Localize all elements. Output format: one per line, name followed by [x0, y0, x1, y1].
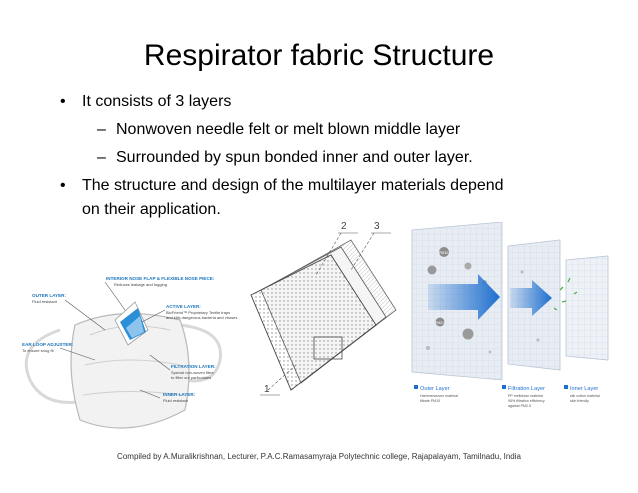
desc-outer-layer: Fluid resistant — [32, 299, 58, 304]
bullet-text-continued: on their application. — [82, 201, 221, 218]
label-num-2: 2 — [341, 221, 347, 232]
dash-marker: – — [97, 121, 106, 138]
ear-loop-left — [24, 328, 91, 404]
legend-filtration-desc-3: against PM2.5 — [508, 404, 531, 408]
label-num-3: 3 — [374, 221, 380, 232]
dash-marker: – — [97, 149, 106, 166]
label-ear-loop-adjuster: EAR LOOP ADJUSTER: — [22, 342, 74, 347]
label-filtration-layer: FILTRATION LAYER: — [171, 364, 216, 369]
legend-filtration-layer: Filtration Layer — [508, 386, 545, 392]
bullet-text: The structure and design of the multilay… — [82, 177, 504, 194]
sub-bullet-text: Surrounded by spun bonded inner and oute… — [116, 149, 473, 166]
legend-inner-desc-1: silk cotton material — [570, 394, 600, 398]
mask-layer-filtration — [126, 316, 144, 338]
particle-label-pm10: PM10 — [439, 251, 448, 255]
label-outer-layer: OUTER LAYER: — [32, 293, 67, 298]
desc-inner-layer: Fluid resistant — [163, 398, 189, 403]
fabric-cross-section: 2 3 1 — [250, 221, 397, 396]
desc-filtration-layer-1: Special non-woven fibre — [171, 370, 214, 375]
desc-active-layer-2: and kills dangerous bacteria and viruses — [166, 315, 237, 320]
label-active-layer: ACTIVE LAYER: — [166, 304, 201, 309]
bullet-marker: • — [60, 177, 66, 194]
label-num-1: 1 — [264, 384, 270, 395]
legend-outer-desc-1: Hammerwoven material — [420, 394, 458, 398]
desc-ear-loop-adjuster: To ensure snug fit — [22, 348, 54, 353]
desc-active-layer-1: BioFriend™ Proprietary Textile traps — [166, 310, 230, 315]
fabric-inner-layer — [250, 254, 377, 391]
bullet-marker: • — [60, 93, 66, 110]
legend-inner-layer: Inner Layer — [570, 386, 598, 392]
legend-marker-outer — [414, 385, 418, 389]
label-interior-nose-flap: INTERIOR NOSE FLAP & FLEXIBLE NOSE PIECE… — [106, 276, 215, 281]
legend-filtration-desc-2: 95% filtration efficiency — [508, 399, 545, 403]
legend-inner-desc-2: skin friendly — [570, 399, 589, 403]
slide-title: Respirator fabric Structure — [143, 39, 495, 72]
desc-filtration-layer-2: to filter out particulates — [171, 375, 211, 380]
sub-bullet-text: Nonwoven needle felt or melt blown middl… — [116, 121, 461, 138]
legend-marker-filtration — [502, 385, 506, 389]
slide-footer: Compiled by A.Muralikrishnan, Lecturer, … — [117, 452, 521, 461]
label-inner-layer: INNER LAYER: — [163, 392, 196, 397]
mask-body — [70, 312, 190, 429]
legend-marker-inner — [564, 385, 568, 389]
legend-outer-layer: Outer Layer — [420, 386, 450, 392]
ear-loop-right — [179, 323, 222, 383]
particle-label-pm25: PM2.5 — [435, 321, 445, 325]
legend-filtration-desc-1: PP meltdown material — [508, 394, 543, 398]
airflow-arrow-2 — [510, 280, 552, 316]
desc-interior-nose-flap: Reduces leakage and fogging — [114, 282, 167, 287]
mask-diagram: INTERIOR NOSE FLAP & FLEXIBLE NOSE PIECE… — [22, 276, 237, 429]
bullet-text: It consists of 3 layers — [82, 93, 232, 110]
detail-box — [313, 336, 343, 360]
airflow-arrow-1 — [428, 274, 500, 320]
particles — [426, 247, 540, 354]
filtration-layers-diagram: PM10 PM2.5 Outer Layer Filtration Layer … — [411, 222, 609, 408]
green-flecks — [553, 277, 578, 311]
legend-outer-desc-2: filtrate PM10 — [420, 399, 440, 403]
